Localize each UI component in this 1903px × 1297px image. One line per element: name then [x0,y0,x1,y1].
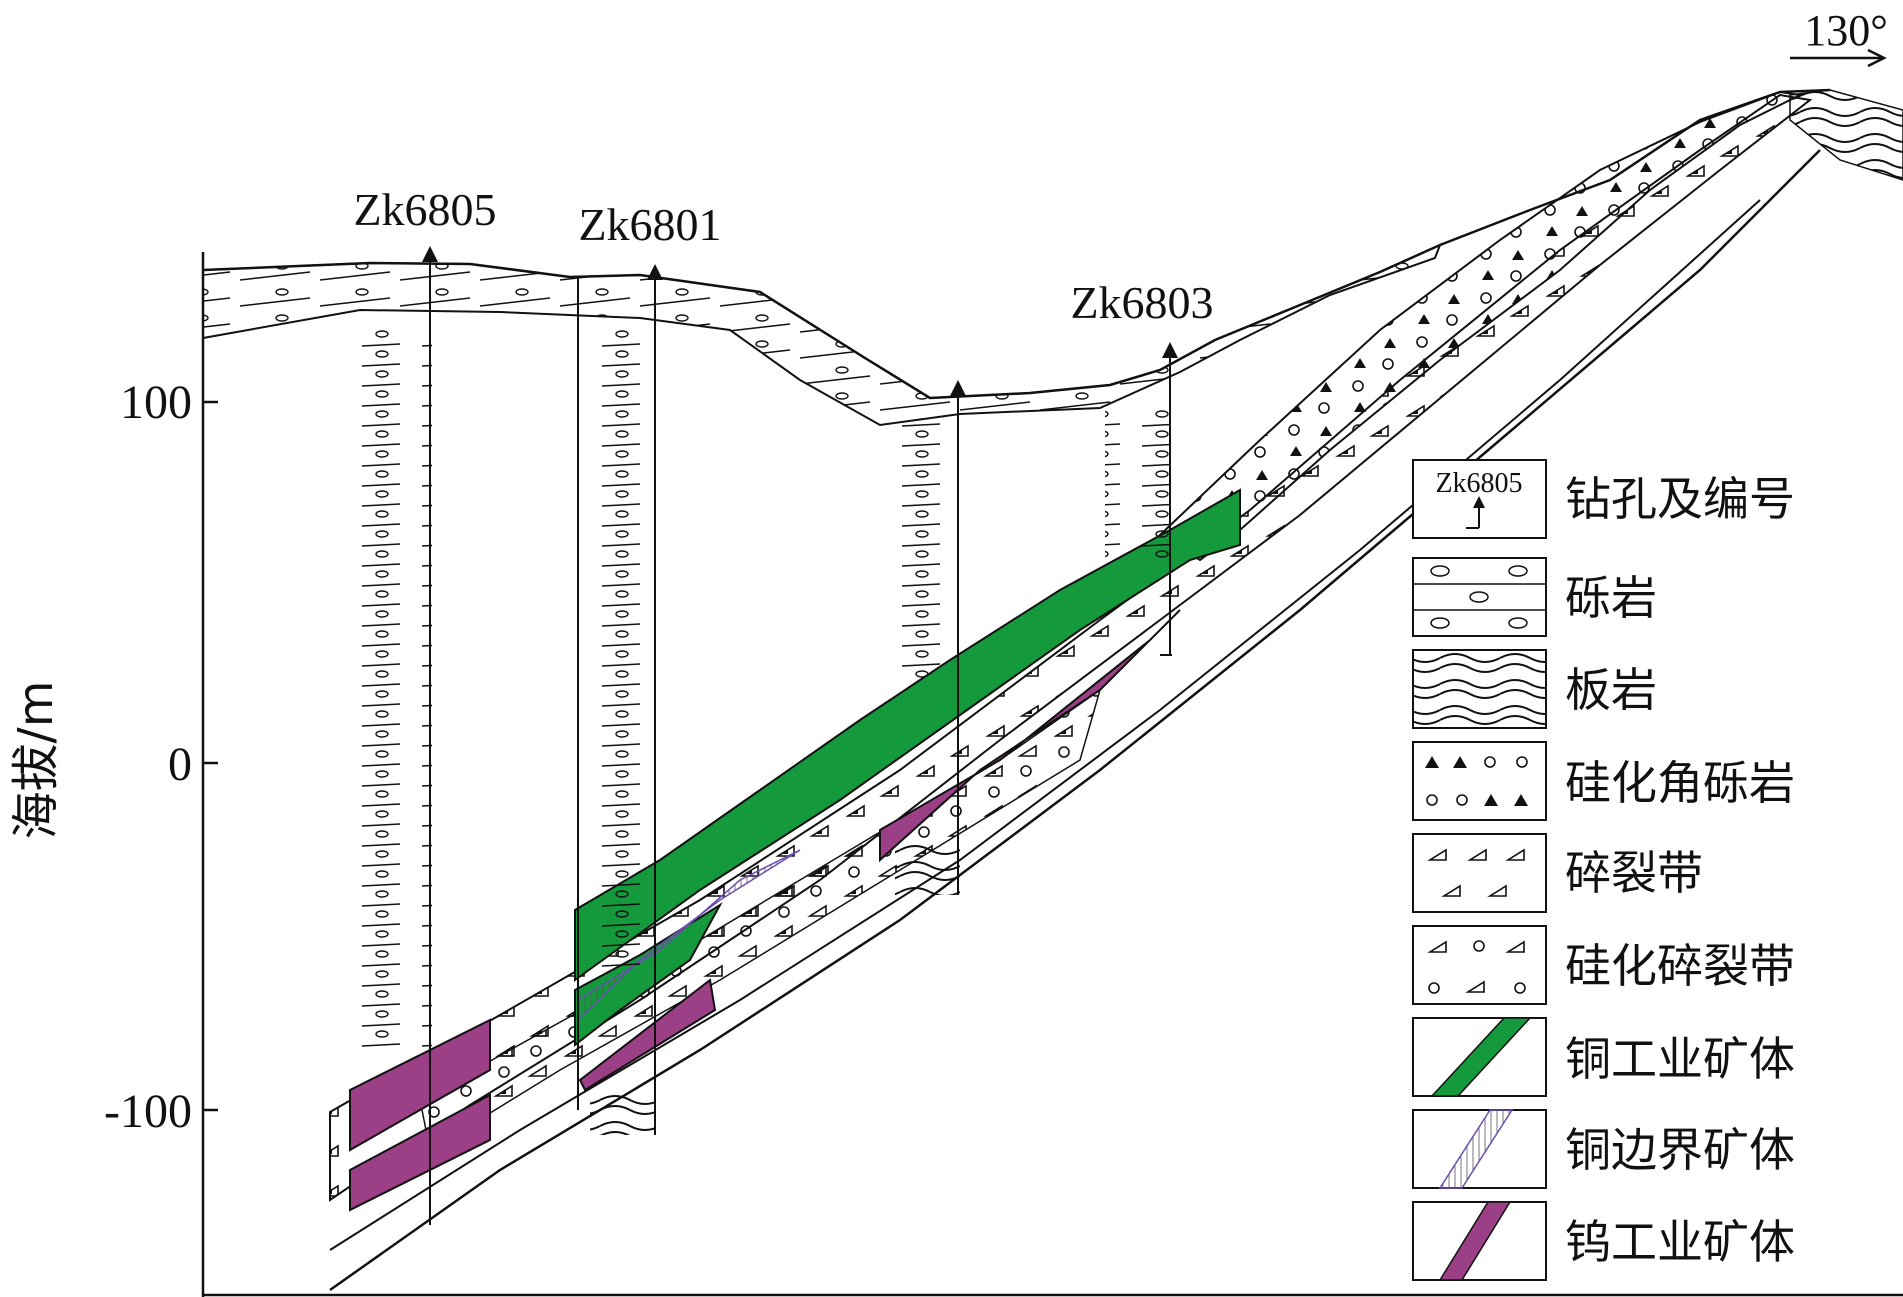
legend-label-silicified-breccia: 硅化角砾岩 [1565,756,1795,810]
y-tick-0: 0 [168,738,192,791]
w-industrial-orebody-2 [349,1093,491,1212]
cu-industrial-orebody-lower [574,902,723,1048]
drillhole-slate-mid [895,845,960,895]
w-industrial-orebody-1 [349,1018,491,1152]
drillhole-label-zk6805: Zk6805 [353,184,496,235]
legend-label-silicified-cataclastic-zone: 硅化碎裂带 [1565,939,1795,993]
y-tick-neg100: -100 [104,1085,192,1138]
drillhole-label-zk6803: Zk6803 [1070,277,1213,328]
drillhole-column-zk6805 [362,330,432,1050]
drillhole-slate-zk6801 [590,1095,655,1135]
legend-label-slate: 板岩 [1565,663,1657,717]
y-axis-title: 海拔/m [8,681,64,840]
legend: Zk6805 钻孔及编号 砾岩 板岩 硅化角砾岩 [1412,459,1795,1281]
legend-label-cu-industrial: 铜工业矿体 [1565,1032,1795,1086]
legend-label-w-industrial: 钨工业矿体 [1565,1215,1795,1269]
w-industrial-orebody-3 [578,978,717,1092]
legend-label-cu-marginal: 铜边界矿体 [1565,1123,1795,1177]
footwall-contact [329,149,1821,1292]
legend-label-conglomerate: 砾岩 [1565,571,1657,625]
drillhole-label-zk6801: Zk6801 [578,199,721,250]
drillhole-column-zk6803b [1105,410,1170,560]
y-tick-100: 100 [120,376,192,429]
drillhole-column-zk6803a [890,420,955,680]
legend-label-cataclastic-zone: 碎裂带 [1565,846,1703,900]
drillhole-column-zk6801a [580,330,645,970]
cu-marginal-orebody [577,849,801,1022]
cu-industrial-orebody [574,488,1241,982]
orientation-label: 130° [1804,6,1888,55]
slate-body [1789,89,1903,181]
legend-drillhole-sample: Zk6805 [1435,468,1522,499]
legend-label-drillhole: 钻孔及编号 [1565,472,1795,526]
inner-contact [329,199,1761,1251]
